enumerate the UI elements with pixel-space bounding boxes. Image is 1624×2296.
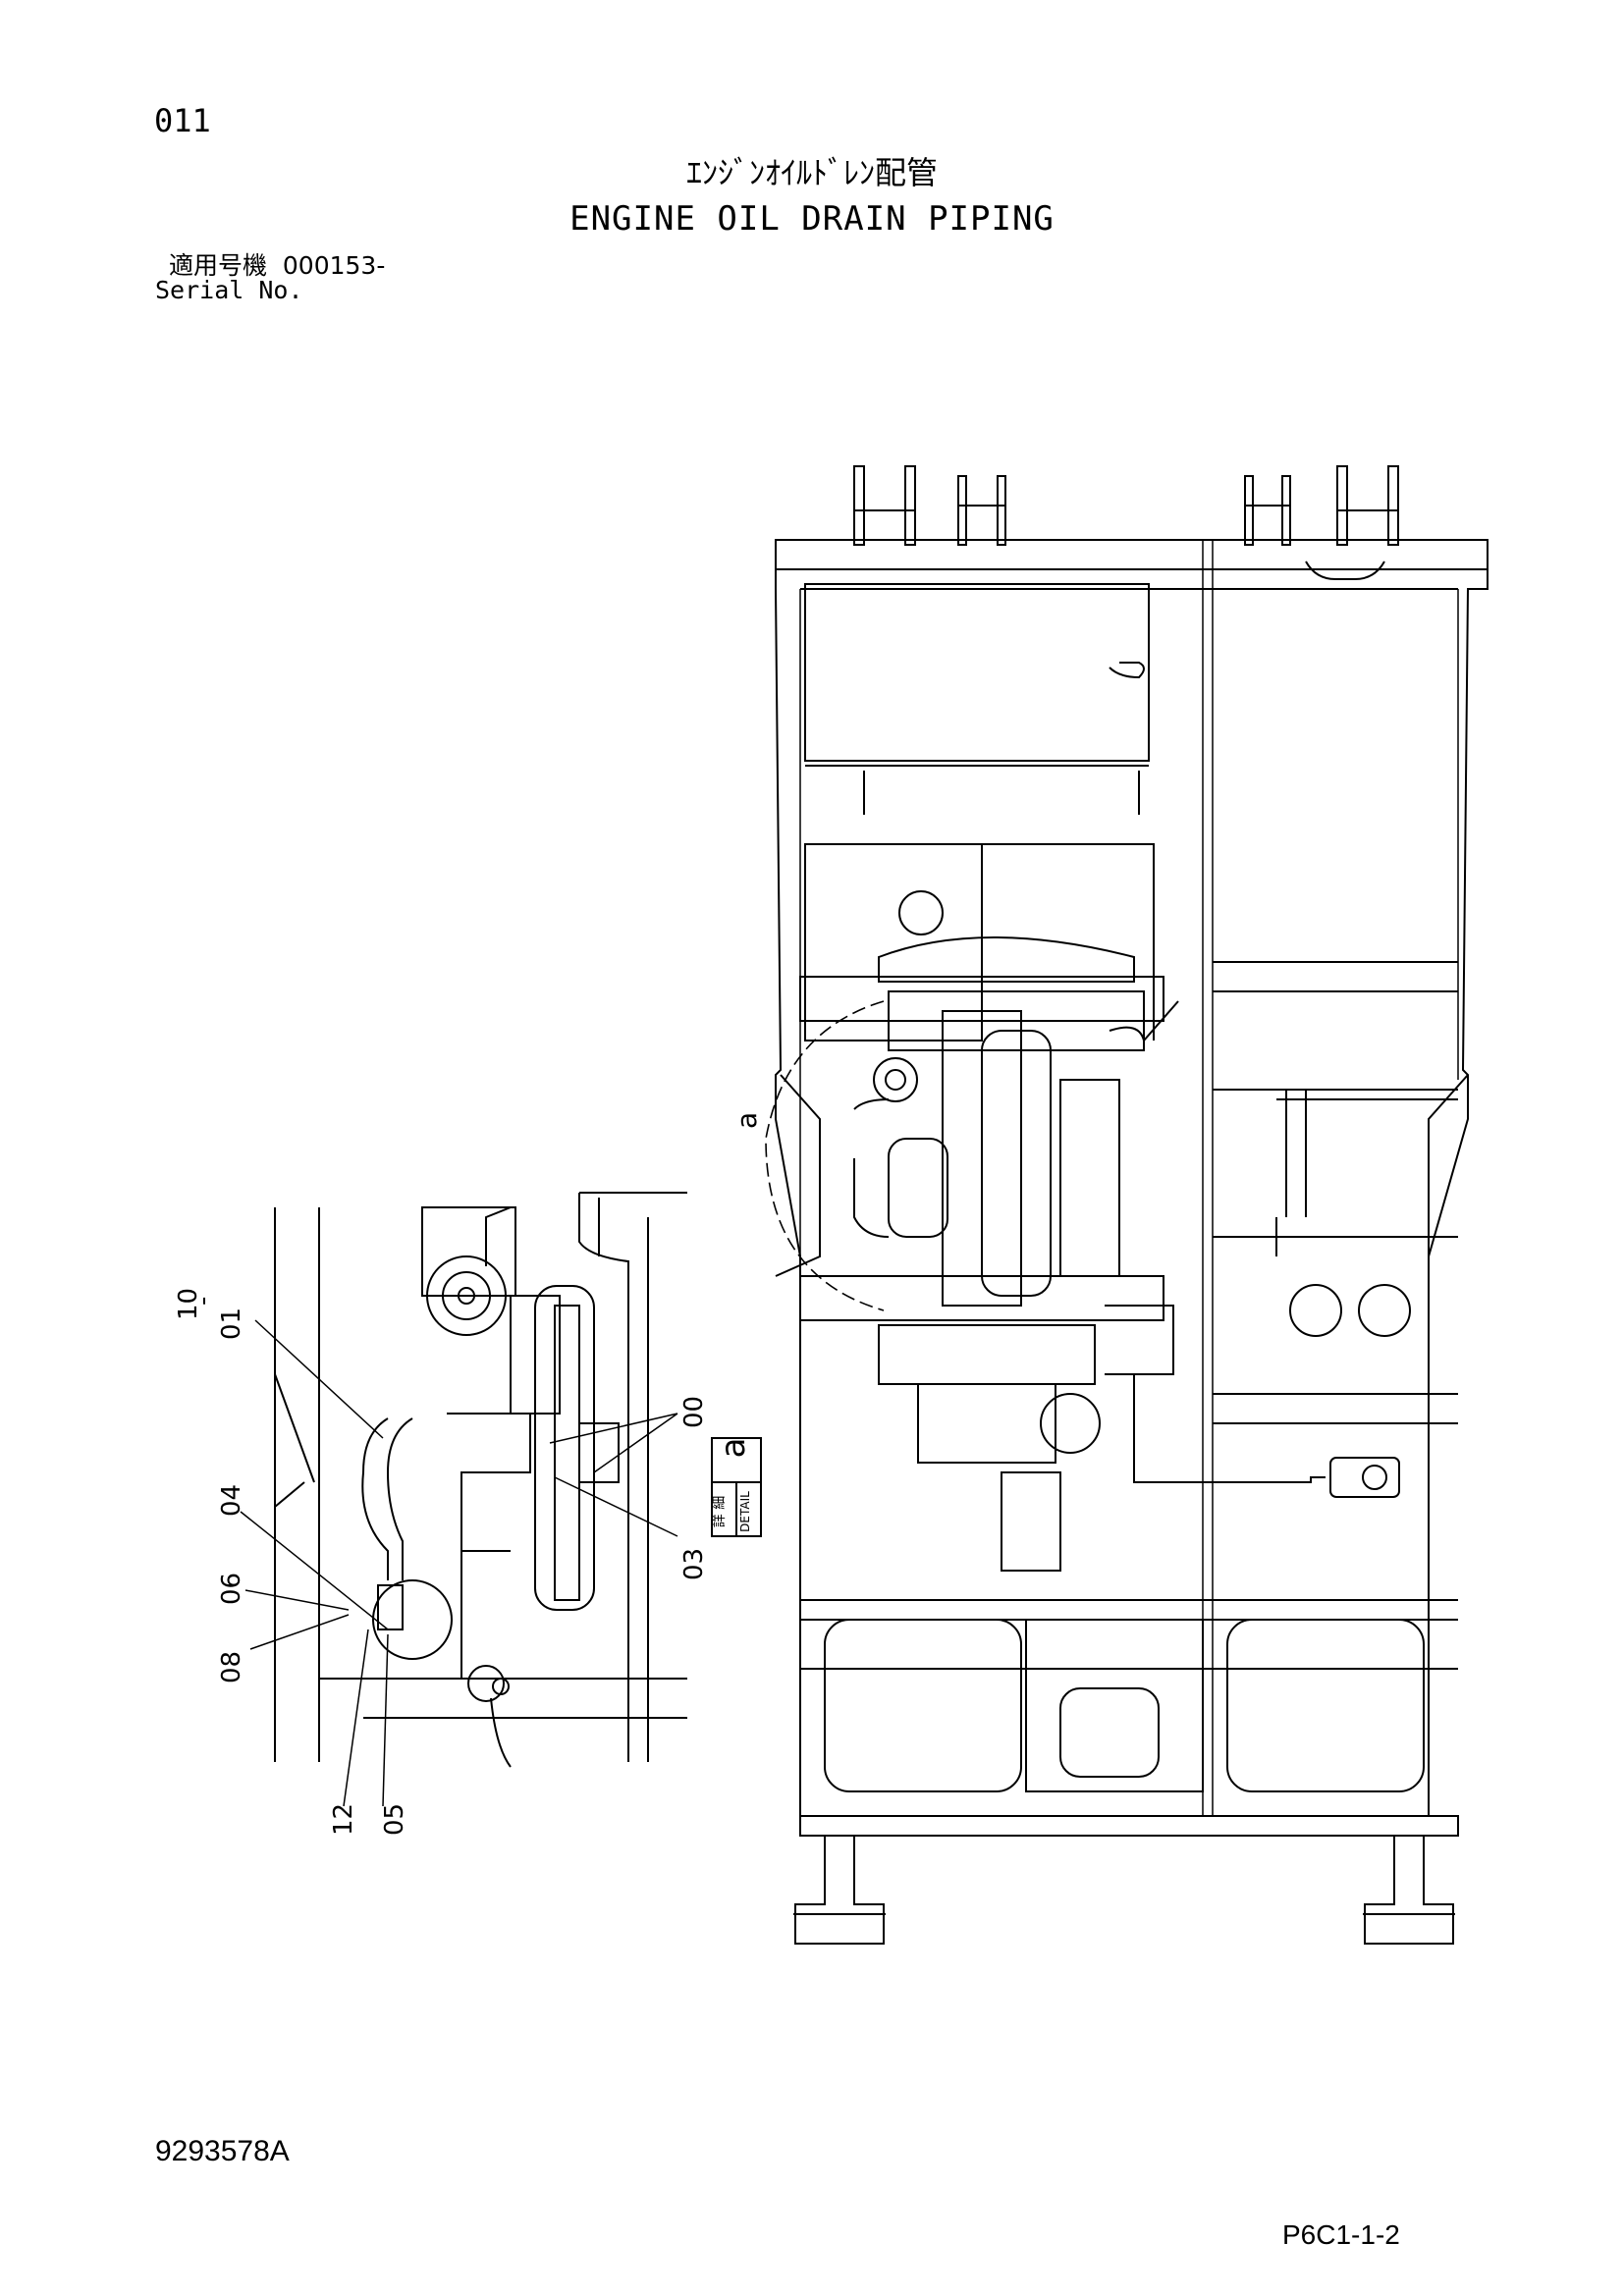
detail-box-label-jp: 詳 細 xyxy=(712,1496,728,1527)
callout-06: 06 xyxy=(217,1573,246,1605)
page-number: 011 xyxy=(154,102,211,139)
callout-00: 00 xyxy=(679,1396,709,1428)
callout-numbers: 10 - 01 04 06 08 00 03 12 05 xyxy=(174,1288,709,1836)
serial-label-japanese: 適用号機 000153- xyxy=(169,251,386,280)
top-mounting-lugs xyxy=(853,465,1399,546)
callout-03: 03 xyxy=(679,1548,709,1580)
detail-view xyxy=(274,1192,687,1768)
callout-dash: - xyxy=(189,1297,218,1306)
callout-01: 01 xyxy=(217,1308,246,1340)
main-view-detail-label: a xyxy=(731,1112,763,1129)
outer-frame xyxy=(775,539,1489,1817)
callout-08: 08 xyxy=(217,1651,246,1683)
title-english: ENGINE OIL DRAIN PIPING xyxy=(569,199,1055,239)
callout-04: 04 xyxy=(217,1484,246,1517)
detail-box-letter: a xyxy=(714,1438,753,1459)
callout-leaders xyxy=(240,1319,678,1807)
page-code: P6C1-1-2 xyxy=(1282,2219,1400,2250)
callout-10: 10 xyxy=(174,1288,203,1320)
main-frame-view xyxy=(775,465,1489,1945)
engine-assembly xyxy=(853,936,1400,1572)
detail-box: a 詳 細 DETAIL xyxy=(711,1437,762,1537)
detail-box-label-en: DETAIL xyxy=(738,1491,752,1532)
serial-label-english: Serial No. xyxy=(155,276,303,304)
detail-area-boundary xyxy=(765,1000,885,1311)
callout-05: 05 xyxy=(380,1803,409,1836)
title-japanese: ｴﾝｼﾞﾝｵｲﾙﾄﾞﾚﾝ配管 xyxy=(685,154,938,191)
drawing-number: 9293578A xyxy=(155,2135,290,2167)
callout-12: 12 xyxy=(329,1803,358,1836)
